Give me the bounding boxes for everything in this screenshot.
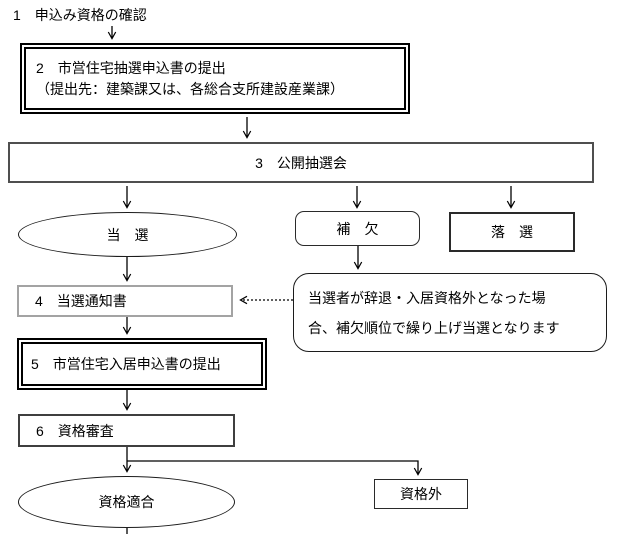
step4-box: 4 当選通知書 xyxy=(17,285,233,317)
ineligible-box: 資格外 xyxy=(374,479,468,509)
step2-line2: （提出先：建築課又は、各総合支所建設産業課） xyxy=(36,80,344,97)
step3-label: 3 公開抽選会 xyxy=(255,154,347,171)
step6-box: 6 資格審査 xyxy=(18,414,235,447)
eligible-label: 資格適合 xyxy=(98,494,155,510)
waitlist-box: 補 欠 xyxy=(295,211,420,246)
step3-box: 3 公開抽選会 xyxy=(8,142,594,183)
arrow-step6-to-ineligible xyxy=(127,460,423,476)
step2-line1: 2 市営住宅抽選申込書の提出 xyxy=(36,59,226,76)
lose-label: 落 選 xyxy=(491,224,533,240)
step5-label: 5 市営住宅入居申込書の提出 xyxy=(31,356,221,372)
ineligible-label: 資格外 xyxy=(400,486,442,502)
waitlist-label: 補 欠 xyxy=(336,220,379,237)
lose-box: 落 選 xyxy=(449,212,575,252)
step6-label: 6 資格審査 xyxy=(36,422,114,439)
eligible-ellipse: 資格適合 xyxy=(18,476,235,528)
step4-label: 4 当選通知書 xyxy=(35,293,127,309)
note-line2: 合、補欠順位で繰り上げ当選となります xyxy=(308,319,560,336)
step2-box: 2 市営住宅抽選申込書の提出 （提出先：建築課又は、各総合支所建設産業課） xyxy=(20,43,410,114)
step5-box: 5 市営住宅入居申込書の提出 xyxy=(17,338,267,390)
win-ellipse: 当 選 xyxy=(18,212,237,257)
win-label: 当 選 xyxy=(106,226,149,243)
note-line1: 当選者が辞退・入居資格外となった場 xyxy=(308,289,546,306)
note-callout: 当選者が辞退・入居資格外となった場 合、補欠順位で繰り上げ当選となります xyxy=(293,273,607,352)
step1-label: 1 申込み資格の確認 xyxy=(13,7,147,23)
